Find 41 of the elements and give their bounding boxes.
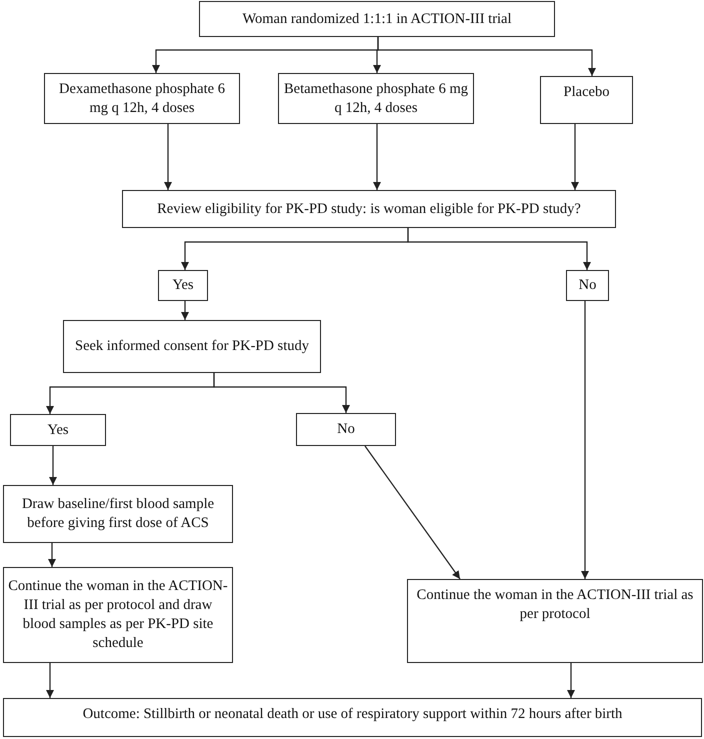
box-text: Placebo [564, 83, 610, 102]
arrow [46, 663, 54, 698]
process-box [63, 320, 321, 373]
arrow [373, 124, 381, 190]
box-text: Continue the woman in the ACTION-III trial as per protocol [416, 586, 694, 624]
arrow [213, 373, 350, 413]
arrow [364, 446, 460, 580]
process-box [122, 190, 616, 228]
box-text: No [578, 276, 596, 295]
arrow [567, 663, 575, 698]
process-box [199, 1, 555, 37]
box-text: Seek informed consent for PK-PD study [75, 337, 309, 356]
process-box [3, 567, 233, 663]
box-text: Betamethasone phosphate 6 mg q 12h, 4 doses [283, 80, 469, 118]
box-text: Woman randomized 1:1:1 in ACTION-III trial [242, 10, 512, 28]
arrow [49, 446, 57, 485]
arrow [571, 124, 579, 190]
arrow [164, 124, 172, 190]
process-box [566, 270, 609, 301]
process-box [540, 76, 633, 124]
process-box [158, 270, 208, 301]
arrow [181, 301, 189, 320]
arrow [581, 301, 589, 579]
process-box [3, 698, 702, 737]
box-text: Review eligibility for PK-PD study: is woman eligible for PK-PD study? [157, 200, 581, 218]
process-box [44, 73, 240, 124]
box-text: Continue the woman in the ACTION-III trial as per protocol and draw blood samples as per PK-PD site schedule [8, 577, 228, 653]
process-box [407, 579, 703, 663]
box-text: Outcome: Stillbirth or neonatal death or use of respiratory support within 72 hours after birth [82, 705, 622, 724]
process-box [278, 73, 474, 124]
box-text: Draw baseline/first blood sample before giving first dose of ACS [20, 495, 216, 533]
process-box [3, 485, 233, 543]
arrow [407, 228, 591, 270]
arrow [377, 37, 596, 76]
process-box [10, 414, 106, 446]
process-box [296, 413, 396, 446]
arrow [48, 543, 56, 567]
box-text: Dexamethasone phosphate 6 mg q 12h, 4 doses [58, 80, 226, 118]
box-text: No [337, 420, 355, 439]
box-text: Yes [47, 420, 69, 440]
box-text: Yes [172, 276, 194, 295]
